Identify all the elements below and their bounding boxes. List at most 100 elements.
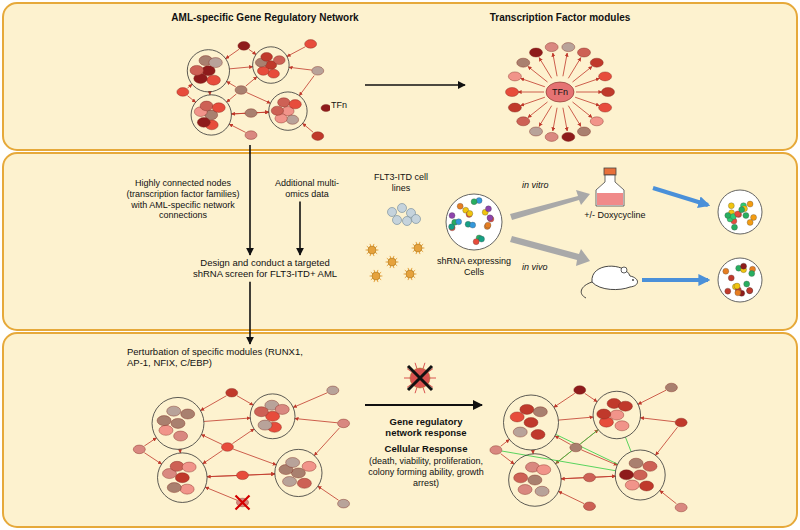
gene-node — [338, 419, 350, 428]
virus-spike — [390, 256, 392, 258]
virus-spike — [377, 280, 379, 282]
gene-node — [602, 88, 615, 97]
pool-cell — [744, 281, 750, 287]
pool-cell — [449, 224, 455, 230]
network-link — [246, 77, 257, 86]
gene-network — [490, 383, 687, 512]
gene-node — [570, 443, 582, 452]
gene-node — [302, 461, 316, 471]
gene-node — [597, 409, 611, 419]
virus-spike — [367, 246, 369, 247]
pool-circle — [718, 258, 762, 302]
network-link — [226, 49, 239, 58]
gene-node — [508, 103, 521, 112]
pool-cell — [725, 212, 731, 218]
pool-cell — [728, 275, 734, 281]
annotation-label: TFn — [330, 100, 348, 111]
pool-cell — [471, 199, 477, 205]
network-link — [575, 97, 599, 105]
gene-node — [221, 443, 233, 452]
gene-node — [584, 473, 596, 482]
gene-node — [197, 118, 210, 128]
network-link — [295, 419, 338, 423]
virus-spike — [408, 268, 410, 270]
network-link — [581, 450, 617, 465]
gene-node — [528, 475, 542, 485]
annotation-label: in vivo — [522, 262, 548, 273]
pool-cell — [739, 207, 745, 213]
gene-node — [610, 410, 624, 420]
virus-spike — [411, 268, 413, 270]
pool-cell — [747, 201, 753, 207]
gene-node — [271, 106, 283, 115]
gene-node — [177, 88, 189, 97]
diagram-node: Perturbation of specific modules (RUNX1,… — [125, 344, 355, 520]
gene-node — [530, 48, 543, 57]
virus-body — [388, 258, 396, 266]
tf-hub-node — [546, 82, 574, 102]
annotation-label: Cellular Response — [372, 443, 480, 454]
gene-node — [258, 420, 272, 430]
virus-spike — [396, 262, 398, 263]
module-circle — [275, 449, 322, 496]
network-link — [573, 66, 593, 82]
network-link — [233, 449, 276, 465]
annotation-label: Gene regulatory network response — [372, 416, 480, 439]
gene-node — [584, 502, 596, 511]
pool-cell — [749, 271, 755, 277]
pool-cell — [747, 288, 753, 294]
network-link — [554, 393, 575, 407]
gene-node — [175, 473, 189, 483]
virus-spike — [390, 266, 392, 268]
diagram-node: Transcription Factor modules — [465, 10, 655, 145]
virus-icon — [404, 268, 417, 280]
gene-node — [640, 481, 654, 491]
gene-node — [190, 65, 204, 75]
annotation-label: +/- Doxycycline — [577, 210, 653, 221]
module-circle — [191, 95, 231, 135]
gene-node — [490, 446, 502, 455]
virus-spike — [430, 378, 436, 379]
network-link — [229, 124, 245, 132]
network-link — [555, 430, 598, 464]
virus-spike — [405, 276, 407, 277]
network-link — [144, 438, 156, 446]
gene-node — [181, 409, 195, 419]
gene-node — [535, 486, 549, 496]
virus-icon — [404, 363, 436, 393]
gene-node — [531, 430, 545, 440]
network-link — [528, 66, 548, 82]
network-link — [180, 449, 181, 453]
gene-node — [615, 421, 629, 431]
network-link — [314, 428, 339, 456]
network-link — [640, 418, 675, 422]
network-link — [201, 396, 227, 411]
network-link — [553, 53, 557, 76]
gene-node — [524, 418, 538, 428]
virus-spike — [393, 256, 395, 258]
virus-spike — [370, 244, 372, 246]
diagram-node: AML-specific Gene Regulatory Network — [165, 10, 365, 145]
gene-node — [599, 72, 612, 81]
network-link — [232, 429, 254, 444]
pool-cell — [747, 288, 753, 294]
virus-spike — [415, 363, 417, 369]
inhibition-cross — [408, 366, 432, 390]
result-arrow — [653, 188, 708, 205]
pool-cell — [725, 288, 731, 294]
gene-node — [545, 132, 558, 141]
gene-node — [226, 388, 238, 397]
network-link — [144, 453, 161, 464]
network-link — [303, 123, 313, 132]
network-link — [501, 439, 510, 446]
cell — [393, 216, 402, 225]
virus-icon — [386, 256, 399, 268]
gene-node — [517, 58, 530, 67]
pool-cell — [743, 212, 749, 218]
annotation-label: FLT3-ITD cell lines — [370, 172, 432, 194]
virus-spike — [370, 276, 372, 277]
gene-node — [562, 43, 575, 52]
gene-node — [170, 461, 184, 471]
virus-spike — [371, 278, 373, 279]
pool-cell — [485, 222, 491, 228]
